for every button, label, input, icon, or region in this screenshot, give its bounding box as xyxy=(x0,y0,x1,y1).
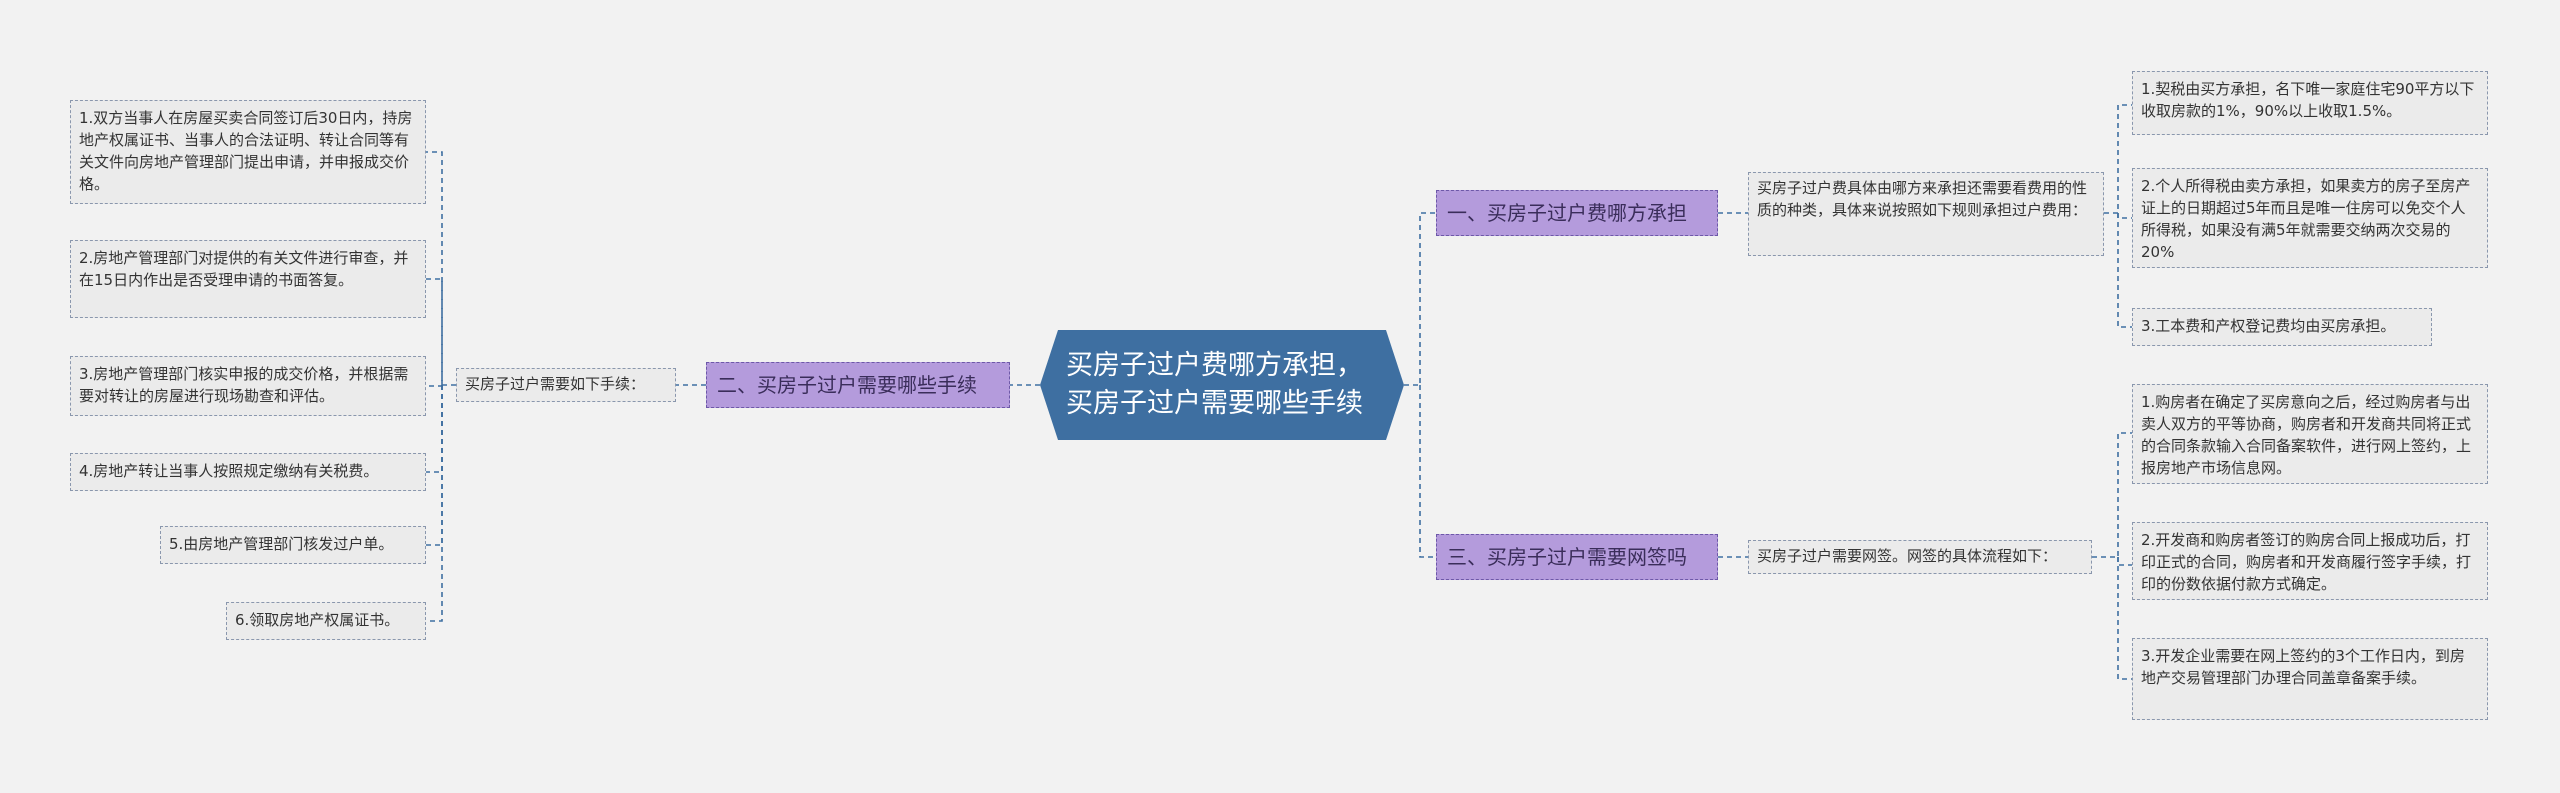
connector-fee3 xyxy=(2117,213,2132,328)
mid-procedures-intro[interactable]: 买房子过户需要如下手续： xyxy=(456,368,676,402)
connector-proc2 xyxy=(426,278,443,385)
leaf-procedure-4[interactable]: 4.房地产转让当事人按照规定缴纳有关税费。 xyxy=(70,453,426,491)
root-topic[interactable]: 买房子过户费哪方承担， 买房子过户需要哪些手续 xyxy=(1040,330,1404,440)
connector-net1 xyxy=(2092,432,2132,558)
leaf-fee-income-tax[interactable]: 2.个人所得税由卖方承担，如果卖方的房子至房产证上的日期超过5年而且是唯一住房可… xyxy=(2132,168,2488,268)
connector-fee1 xyxy=(2104,104,2132,214)
root-line-2: 买房子过户需要哪些手续 xyxy=(1066,388,1363,419)
connector-proc1 xyxy=(426,151,456,386)
leaf-procedure-5[interactable]: 5.由房地产管理部门核发过户单。 xyxy=(160,526,426,564)
connector-net3 xyxy=(2117,557,2132,680)
connector-proc5 xyxy=(426,385,443,546)
connector-root-branch3 xyxy=(1419,385,1436,558)
leaf-fee-registration[interactable]: 3.工本费和产权登记费均由买房承担。 xyxy=(2132,308,2432,346)
leaf-fee-deed-tax[interactable]: 1.契税由买方承担，名下唯一家庭住宅90平方以下收取房款的1%，90%以上收取1… xyxy=(2132,71,2488,135)
branch-fee-payer[interactable]: 一、买房子过户费哪方承担 xyxy=(1436,190,1718,236)
leaf-procedure-6[interactable]: 6.领取房地产权属证书。 xyxy=(226,602,426,640)
leaf-procedure-1[interactable]: 1.双方当事人在房屋买卖合同签订后30日内，持房地产权属证书、当事人的合法证明、… xyxy=(70,100,426,204)
leaf-netsign-step3[interactable]: 3.开发企业需要在网上签约的3个工作日内，到房地产交易管理部门办理合同盖章备案手… xyxy=(2132,638,2488,720)
leaf-netsign-step2[interactable]: 2.开发商和购房者签订的购房合同上报成功后，打印正式的合同，购房者和开发商履行签… xyxy=(2132,522,2488,600)
mid-netsign-intro[interactable]: 买房子过户需要网签。网签的具体流程如下： xyxy=(1748,540,2092,574)
leaf-procedure-3[interactable]: 3.房地产管理部门核实申报的成交价格，并根据需要对转让的房屋进行现场勘查和评估。 xyxy=(70,356,426,416)
connector-net2 xyxy=(2117,557,2132,566)
connector-fee2 xyxy=(2117,213,2132,219)
branch-online-signing[interactable]: 三、买房子过户需要网签吗 xyxy=(1436,534,1718,580)
connector-proc3 xyxy=(426,385,443,387)
leaf-netsign-step1[interactable]: 1.购房者在确定了买房意向之后，经过购房者与出卖人双方的平等协商，购房者和开发商… xyxy=(2132,384,2488,484)
mid-fee-rules[interactable]: 买房子过户费具体由哪方来承担还需要看费用的性质的种类，具体来说按照如下规则承担过… xyxy=(1748,172,2104,256)
root-line-1: 买房子过户费哪方承担， xyxy=(1066,350,1363,381)
connector-proc6 xyxy=(426,385,443,622)
connector-proc4 xyxy=(426,385,443,473)
connector-root-branch1 xyxy=(1404,212,1436,386)
branch-transfer-procedures[interactable]: 二、买房子过户需要哪些手续 xyxy=(706,362,1010,408)
leaf-procedure-2[interactable]: 2.房地产管理部门对提供的有关文件进行审查，并在15日内作出是否受理申请的书面答… xyxy=(70,240,426,318)
